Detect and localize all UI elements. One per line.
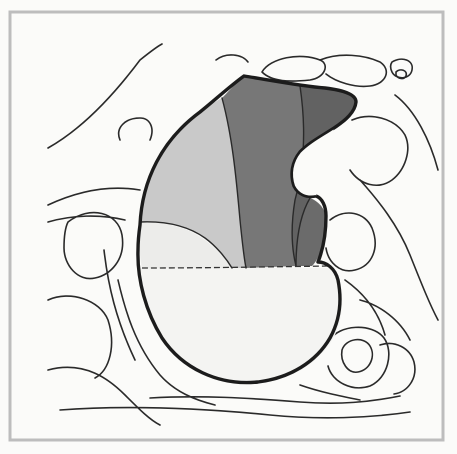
anatomical-cross-section-diagram — [0, 0, 457, 454]
anatomical-diagram-frame — [0, 0, 457, 454]
